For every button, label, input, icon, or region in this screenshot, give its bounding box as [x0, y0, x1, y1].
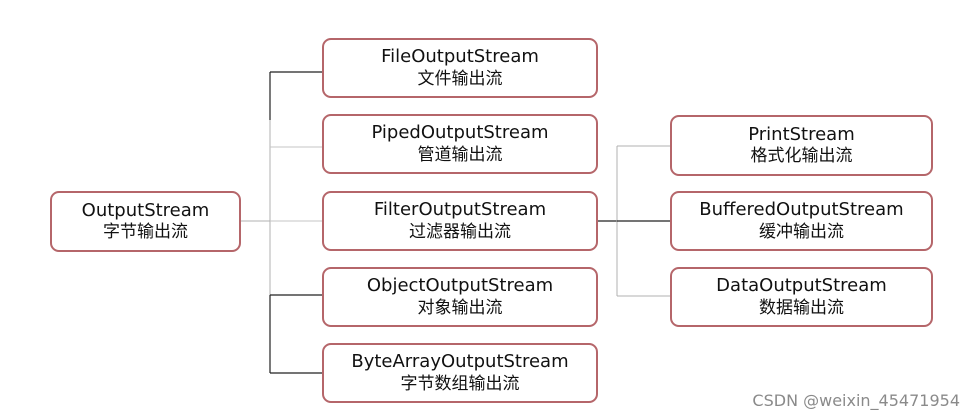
- node-name: FilterOutputStream: [373, 199, 547, 221]
- node-description: 数据输出流: [759, 297, 844, 318]
- node-name: ObjectOutputStream: [366, 275, 554, 297]
- node-name: ByteArrayOutputStream: [351, 351, 569, 373]
- node-outputstream: OutputStream 字节输出流: [50, 191, 241, 252]
- node-name: BufferedOutputStream: [699, 199, 904, 221]
- watermark-text: CSDN @weixin_45471954: [752, 391, 960, 410]
- node-description: 文件输出流: [417, 68, 503, 89]
- node-filteroutputstream: FilterOutputStream 过滤器输出流: [322, 191, 598, 251]
- node-objectoutputstream: ObjectOutputStream 对象输出流: [322, 267, 598, 327]
- node-description: 对象输出流: [417, 297, 503, 318]
- node-description: 过滤器输出流: [409, 221, 511, 242]
- node-name: FileOutputStream: [381, 46, 539, 68]
- node-name: DataOutputStream: [716, 275, 887, 297]
- node-pipedoutputstream: PipedOutputStream 管道输出流: [322, 114, 598, 174]
- node-fileoutputstream: FileOutputStream 文件输出流: [322, 38, 598, 98]
- node-name: OutputStream: [81, 199, 210, 221]
- node-name: PipedOutputStream: [371, 122, 549, 144]
- node-dataoutputstream: DataOutputStream 数据输出流: [670, 267, 933, 327]
- node-printstream: PrintStream 格式化输出流: [670, 115, 933, 176]
- node-description: 字节输出流: [103, 222, 188, 243]
- node-name: PrintStream: [748, 123, 855, 145]
- node-description: 字节数组输出流: [400, 373, 520, 394]
- node-bytearrayoutputstream: ByteArrayOutputStream 字节数组输出流: [322, 343, 598, 403]
- node-description: 缓冲输出流: [759, 221, 844, 242]
- node-description: 格式化输出流: [750, 146, 853, 167]
- node-bufferedoutputstream: BufferedOutputStream 缓冲输出流: [670, 191, 933, 251]
- node-description: 管道输出流: [417, 144, 503, 165]
